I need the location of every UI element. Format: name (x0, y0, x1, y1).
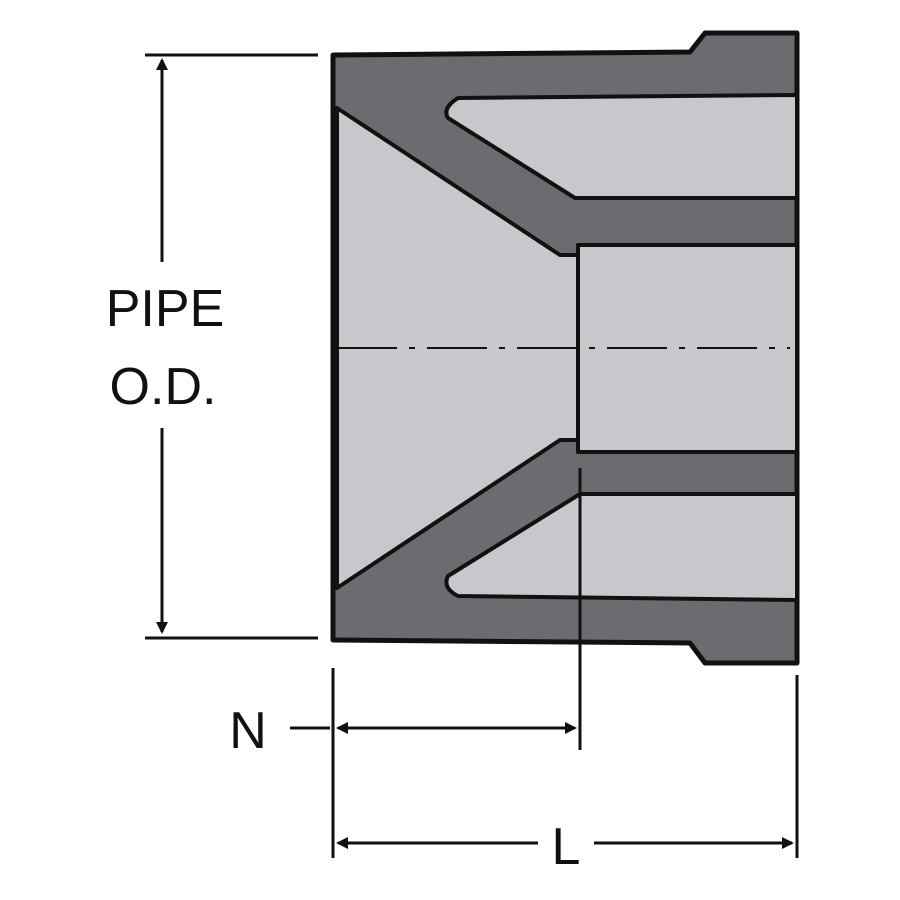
pipe-od-label-line2: O.D. (110, 358, 217, 416)
n-label: N (229, 702, 267, 760)
l-label: L (552, 818, 581, 876)
pipe-od-label-line1: PIPE (106, 280, 225, 338)
small-socket-bore (576, 243, 799, 454)
upper-hollow-core (444, 93, 799, 200)
lower-hollow-core (444, 492, 799, 602)
